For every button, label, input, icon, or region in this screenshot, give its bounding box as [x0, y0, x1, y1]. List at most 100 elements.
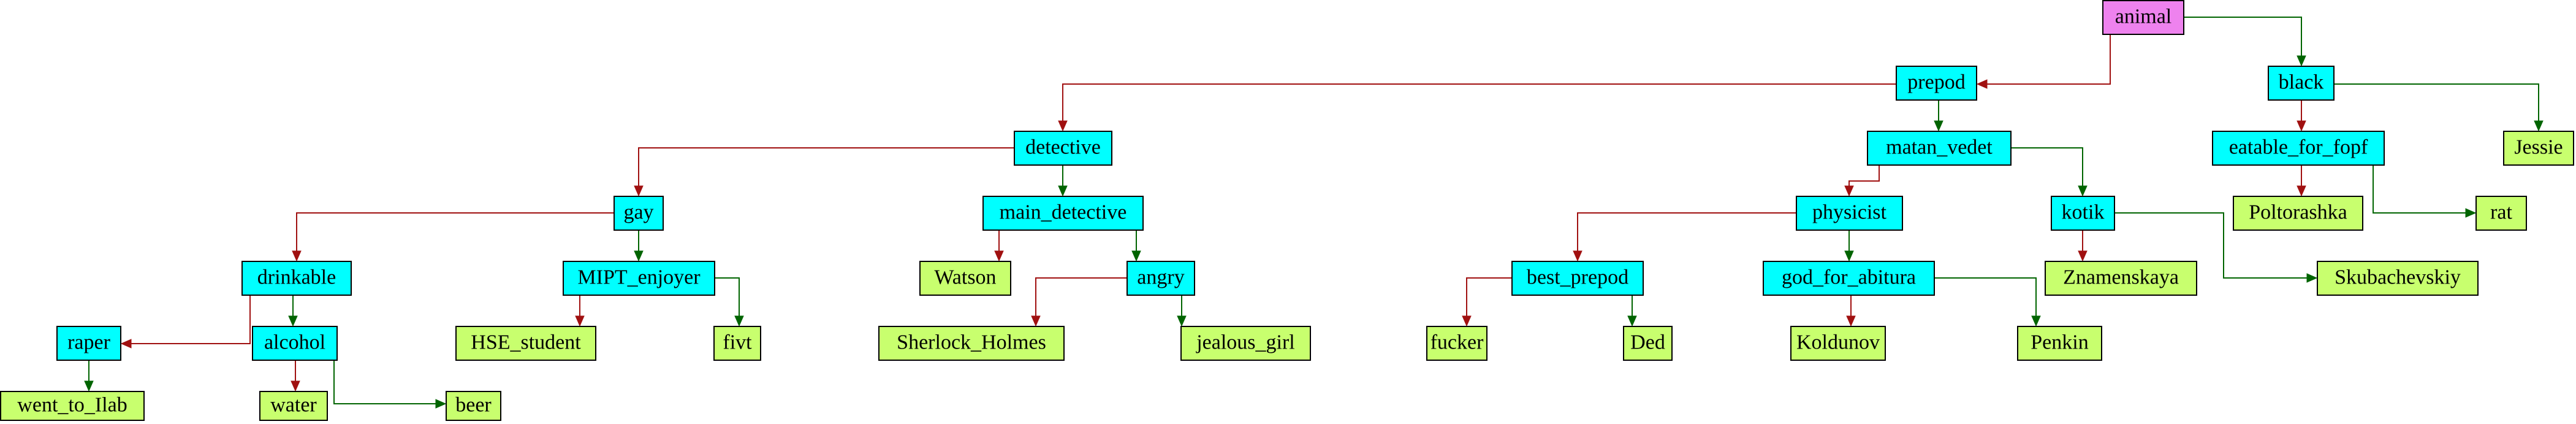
- node-box: [1867, 131, 2012, 166]
- node-label: Watson: [934, 266, 996, 288]
- node-hse-student: HSE_student: [455, 326, 596, 361]
- edge-line: [131, 296, 251, 344]
- edge-line: [1987, 17, 2111, 85]
- node-penkin: Penkin: [2017, 326, 2102, 361]
- node-koldunov: Koldunov: [1790, 326, 1886, 361]
- edge-angry-to-jealous-girl-yes: [1177, 296, 1187, 327]
- edge-physicist-to-best-prepod-no: [1573, 212, 1800, 262]
- edge-arrowhead: [1058, 120, 1068, 132]
- edge-arrowhead: [2031, 315, 2041, 327]
- node-label: drinkable: [257, 266, 336, 288]
- node-label: Penkin: [2031, 331, 2088, 353]
- edge-line: [1035, 277, 1127, 316]
- edge-line: [2335, 83, 2539, 121]
- node-sherlock-holmes: Sherlock_Holmes: [878, 326, 1065, 361]
- edge-main-detective-to-angry-yes: [1131, 231, 1141, 262]
- node-label: god_for_abitura: [1782, 266, 1916, 288]
- edge-arrowhead: [1573, 250, 1582, 262]
- node-mipt-enjoyer: MIPT_enjoyer: [563, 261, 715, 296]
- node-label: rat: [2490, 201, 2512, 223]
- node-box: [1623, 326, 1673, 361]
- node-drinkable: drinkable: [241, 261, 352, 296]
- edge-alcohol-to-water-no: [291, 361, 300, 392]
- node-main-detective: main_detective: [982, 196, 1144, 231]
- edge-line: [1935, 277, 2037, 316]
- node-gay: gay: [614, 196, 664, 231]
- edge-kotik-to-znamenskaya-no: [2078, 231, 2088, 262]
- node-label: matan_vedet: [1886, 136, 1993, 158]
- edge-prepod-to-matan-vedet-yes: [1934, 101, 1943, 132]
- edge-arrowhead: [1627, 315, 1637, 327]
- node-kotik: kotik: [2051, 196, 2115, 231]
- node-label: physicist: [1812, 201, 1886, 223]
- node-detective: detective: [1014, 131, 1112, 166]
- node-eatable-for-fopf: eatable_for_fopf: [2212, 131, 2385, 166]
- node-label: fucker: [1430, 331, 1484, 353]
- edge-arrowhead: [1846, 315, 1856, 327]
- node-label: gay: [623, 201, 653, 223]
- node-box: [2503, 131, 2574, 166]
- edge-best-prepod-to-fucker-no: [1462, 277, 1511, 327]
- node-label: kotik: [2062, 201, 2105, 223]
- node-label: black: [2279, 71, 2324, 93]
- edge-arrowhead: [734, 315, 744, 327]
- edge-gay-to-drinkable-no: [292, 212, 614, 262]
- node-box: [1796, 196, 1903, 231]
- node-box: [1180, 326, 1311, 361]
- node-box: [713, 326, 761, 361]
- node-box: [2051, 196, 2115, 231]
- node-ded: Ded: [1623, 326, 1673, 361]
- edge-arrowhead: [1177, 315, 1187, 327]
- edge-angry-to-sherlock-holmes-no: [1031, 277, 1127, 327]
- node-box: [2475, 196, 2527, 231]
- node-label: jealous_girl: [1196, 331, 1295, 353]
- node-label: angry: [1137, 266, 1184, 288]
- edge-arrowhead: [1934, 120, 1943, 132]
- edge-arrowhead: [1131, 250, 1141, 262]
- node-box: [0, 391, 145, 421]
- edge-physicist-to-god-for-abitura-yes: [1844, 231, 1854, 262]
- node-box: [446, 391, 501, 421]
- edge-arrowhead: [634, 185, 644, 197]
- node-box: [1763, 261, 1935, 296]
- edge-line: [2115, 212, 2307, 279]
- edge-line: [1466, 277, 1511, 316]
- node-box: [563, 261, 715, 296]
- node-box: [2268, 66, 2335, 101]
- edge-arrowhead: [1058, 185, 1068, 197]
- node-box: [614, 196, 664, 231]
- edge-animal-to-black-yes: [2184, 17, 2306, 67]
- edge-line: [715, 277, 740, 316]
- node-label: prepod: [1907, 71, 1965, 93]
- edge-god-for-abitura-to-penkin-yes: [1935, 277, 2041, 327]
- node-matan-vedet: matan_vedet: [1867, 131, 2012, 166]
- node-god-for-abitura: god_for_abitura: [1763, 261, 1935, 296]
- edge-arrowhead: [1976, 79, 1988, 89]
- edge-line: [1848, 166, 1880, 186]
- edge-best-prepod-to-ded-yes: [1627, 296, 1637, 327]
- node-label: alcohol: [264, 331, 325, 353]
- edge-line: [2012, 147, 2083, 186]
- node-jealous-girl: jealous_girl: [1180, 326, 1311, 361]
- edge-kotik-to-skubachevskiy-yes: [2115, 212, 2318, 283]
- edge-matan-vedet-to-physicist-no: [1844, 166, 1880, 197]
- edge-arrowhead: [120, 339, 132, 349]
- node-fucker: fucker: [1426, 326, 1487, 361]
- node-box: [1127, 261, 1195, 296]
- edge-line: [1062, 83, 1905, 121]
- node-label: HSE_student: [471, 331, 581, 353]
- node-skubachevskiy: Skubachevskiy: [2317, 261, 2479, 296]
- edge-main-detective-to-watson-no: [994, 231, 1004, 262]
- edge-detective-to-main-detective-yes: [1058, 166, 1068, 197]
- node-physicist: physicist: [1796, 196, 1903, 231]
- node-jessie: Jessie: [2503, 131, 2574, 166]
- edge-line: [1577, 212, 1800, 251]
- node-label: water: [270, 393, 317, 416]
- node-box: [2233, 196, 2363, 231]
- node-water: water: [259, 391, 328, 421]
- node-label: Koldunov: [1796, 331, 1880, 353]
- node-box: [1426, 326, 1487, 361]
- edge-mipt-enjoyer-to-fivt-yes: [715, 277, 744, 327]
- edge-line: [296, 212, 614, 251]
